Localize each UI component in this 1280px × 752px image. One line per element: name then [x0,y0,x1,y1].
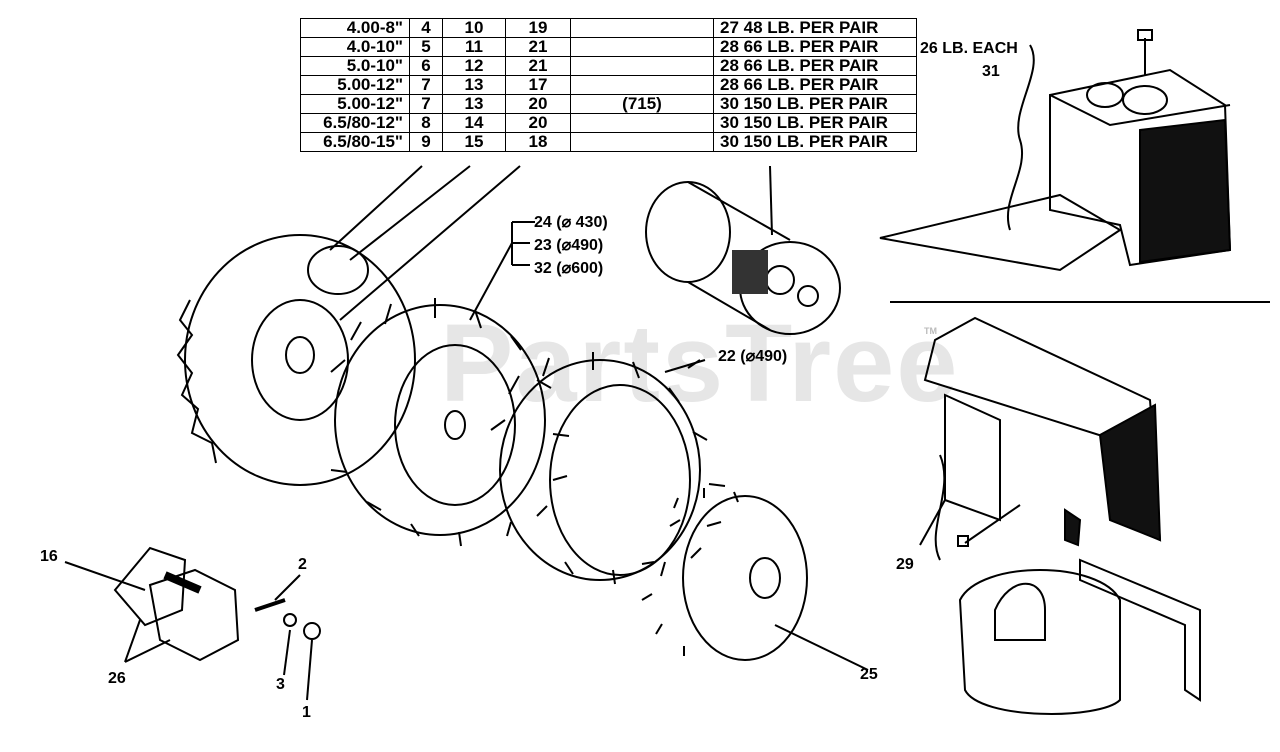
leader-line [124,639,171,663]
weight-each-label: 26 LB. EACH [920,40,1018,57]
leader-line [469,242,513,321]
table-cell-size: 5.00-12" [300,75,410,95]
leader-line [274,574,301,601]
leader-line [774,624,869,671]
part-label-23: 23 (⌀490) [534,237,604,254]
part-label-16: 16 [40,548,58,565]
part-label-1: 1 [302,704,311,721]
leader-line [919,499,946,546]
table-cell-c5: 30 150 LB. PER PAIR [713,113,917,133]
table-cell-c5: 30 150 LB. PER PAIR [713,132,917,152]
watermark: PartsTree [440,302,960,425]
table-cell-c3: 17 [505,75,571,95]
table-cell-c3: 20 [505,94,571,114]
part-label-32: 32 (⌀600) [534,260,604,277]
leader-line [283,629,291,676]
part-label-2: 2 [298,556,307,573]
leader-line [664,359,706,373]
trademark-mark: TM [924,326,937,336]
leader-line [124,619,141,663]
table-cell-size: 5.00-12" [300,94,410,114]
part-label-26: 26 [108,670,126,687]
front-weight-29 [923,316,1201,715]
hub-spool [645,181,841,335]
iron-wheel-1 [330,298,570,547]
table-cell-size: 6.5/80-12" [300,113,410,133]
leader-line [349,165,471,261]
part-label-22: 22 (⌀490) [718,348,788,365]
table-cell-c3: 21 [505,56,571,76]
leader-line [339,165,521,321]
leader-line [306,639,313,701]
leader-line [64,561,146,591]
table-cell-size: 6.5/80-15" [300,132,410,152]
part-label-3: 3 [276,676,285,693]
part-label-31: 31 [982,63,1000,80]
tyre-large [176,234,416,486]
wheel-weight-31 [879,29,1232,272]
wheel-25 [641,488,808,661]
part-label-25: 25 [860,666,878,683]
leader-line [769,165,773,236]
leader-line [329,165,423,251]
table-cell-c5: 28 66 LB. PER PAIR [713,56,917,76]
table-cell-c3: 18 [505,132,571,152]
table-cell-size: 4.00-8" [300,18,410,38]
part-label-24: 24 (⌀ 430) [534,214,608,231]
hub-adapter [113,546,321,662]
iron-wheel-2 [490,352,726,585]
table-cell-c5: 27 48 LB. PER PAIR [713,18,917,38]
part-label-29: 29 [896,556,914,573]
